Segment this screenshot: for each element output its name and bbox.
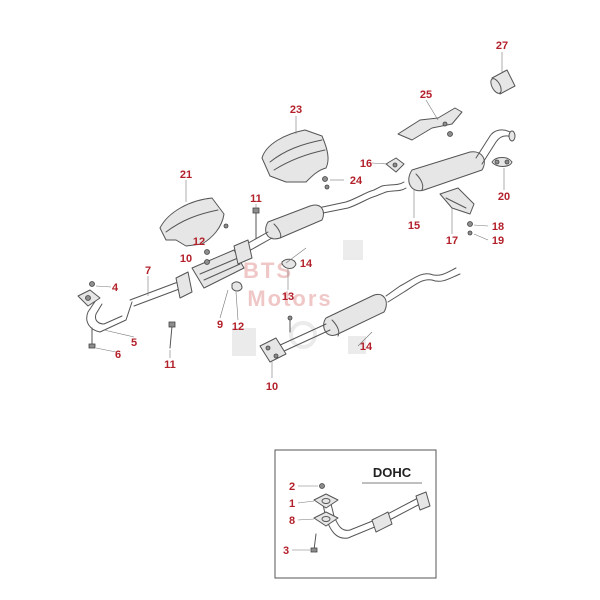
callout-2: 2 [289,481,295,493]
rear-pipe-system [235,129,516,257]
part-14-hanger-lower [287,315,293,333]
callout-18: 18 [492,221,504,233]
dohc-inset-frame [274,449,437,579]
part-11-bolt-lower [168,321,176,349]
callout-11-upper: 11 [250,193,262,205]
callout-12-upper: 12 [193,236,205,248]
callout-7: 7 [145,265,151,277]
callout-25: 25 [420,89,432,101]
callout-4: 4 [112,282,119,294]
callout-20: 20 [498,191,510,203]
callout-19: 19 [492,235,504,247]
dohc-inset-title: DOHC [373,465,412,480]
watermark-line2: Motors [247,286,332,311]
callout-3: 3 [283,545,289,557]
part-23-heat-shield [261,129,330,190]
callout-16: 16 [360,158,372,170]
callout-23: 23 [290,104,302,116]
callout-14-lower: 14 [360,341,373,353]
callout-8: 8 [289,515,295,527]
dohc-inset: DOHC [274,449,437,579]
leader-lines [95,52,505,551]
callout-27: 27 [496,40,508,52]
watermark-logo-circle [289,321,317,349]
callout-15: 15 [408,220,420,232]
part-13-hanger [281,258,297,269]
dohc-part-2-nut [319,483,325,489]
main-muffler [408,151,485,192]
callout-11-lower: 11 [164,359,176,371]
part-12-clamp-upper [204,249,210,255]
part-16-hanger [385,157,405,173]
part-25-rear-bracket [397,107,463,141]
front-muffler-upper [265,204,324,240]
callout-5: 5 [131,337,137,349]
part-27-tailpipe-tip [490,69,516,95]
part-21-front-heat-shield [159,197,229,247]
callout-6: 6 [115,349,121,361]
dohc-part-8-flange [313,511,339,527]
part-10-flange-lower [259,337,287,363]
callout-1: 1 [289,498,295,510]
callout-9: 9 [217,319,223,331]
callout-14-upper: 14 [300,258,313,270]
callout-10-lower: 10 [266,381,278,393]
part-7-front-pipe [77,281,133,349]
callout-numbers: 27 25 23 16 24 21 11 15 20 18 19 17 12 1… [112,40,510,557]
callout-24: 24 [350,175,363,187]
callout-10-upper: 10 [180,253,192,265]
watermark-block-top [343,240,363,260]
front-muffler-lower [323,294,387,337]
part-20-hanger [491,157,513,167]
callout-17: 17 [446,235,458,247]
part-10-gasket-upper [204,259,210,265]
catalytic-converter [129,239,253,307]
watermark-block-right [348,336,366,354]
watermark-block-bottom [232,328,256,356]
dohc-part-3-bolt [310,533,318,553]
part-12-clamp-lower [231,281,243,292]
part-17-bracket [439,187,475,236]
part-11-bolt-upper [252,207,260,239]
callout-21: 21 [180,169,192,181]
dohc-part-1-gasket [313,493,339,509]
callout-13: 13 [282,291,294,303]
lower-pipe-system [259,267,461,363]
callout-12-lower: 12 [232,321,244,333]
